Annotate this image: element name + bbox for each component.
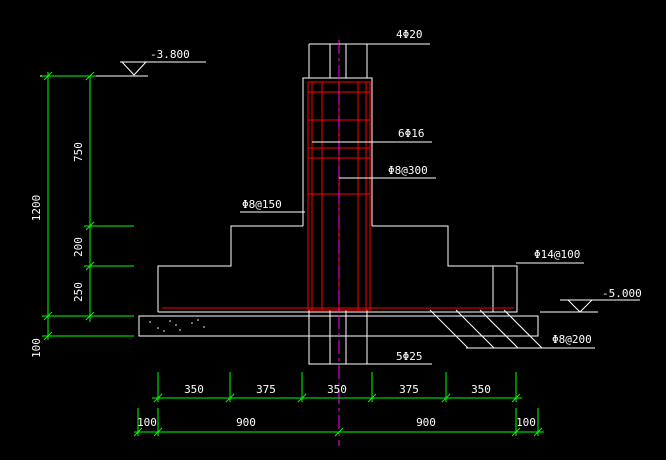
tick-slash — [43, 71, 53, 81]
label-column-top: 4Φ20 — [396, 28, 423, 41]
leader-phi8-200-diag — [429, 309, 469, 349]
leaders — [240, 43, 595, 365]
tick-slash — [334, 427, 344, 437]
hdim-edge-right-text: 100 — [516, 416, 536, 429]
tick-slash — [85, 311, 95, 321]
label-stirrup-upper: Φ8@300 — [388, 164, 428, 177]
side-bar-box — [492, 265, 518, 313]
rebar — [162, 81, 514, 311]
tick-slash — [511, 427, 521, 437]
vdim-lower-text: 250 — [72, 282, 85, 302]
tick-slash — [43, 331, 53, 341]
vdim-total-text: 1200 — [30, 195, 43, 222]
leader-phi8-200-diag — [455, 309, 495, 349]
elevation-top-triangle — [121, 61, 147, 76]
tick-slash — [85, 221, 95, 231]
hdim-step-right-text: 350 — [471, 383, 491, 396]
label-stirrup-lower: Φ8@150 — [242, 198, 282, 211]
leader-phi8-200-diag — [503, 309, 543, 349]
tick-slash — [153, 427, 163, 437]
dimensions — [42, 71, 544, 437]
tick-slash — [153, 393, 163, 403]
tick-slash — [133, 427, 143, 437]
hdim-step-left-inner-text: 375 — [256, 383, 276, 396]
tick-slash — [511, 393, 521, 403]
hdim-half-left-text: 900 — [236, 416, 256, 429]
column-lower-outline — [308, 309, 368, 365]
footing-step-outline-right — [372, 225, 518, 312]
tick-slash — [225, 393, 235, 403]
elevation-bottom-label: -5.000 — [602, 287, 642, 300]
tick-slash — [533, 427, 543, 437]
tick-slash — [85, 261, 95, 271]
elevation-bottom-triangle — [567, 299, 593, 313]
hdim-column-text: 350 — [327, 383, 347, 396]
pad-hatch — [149, 319, 205, 332]
hdim-half-right-text: 900 — [416, 416, 436, 429]
vdim-pad-text: 100 — [30, 338, 43, 358]
footing-step-outline — [157, 225, 303, 312]
elevation-top-label: -3.800 — [150, 48, 190, 61]
label-side-bars: Φ14@100 — [534, 248, 580, 261]
tick-slash — [85, 71, 95, 81]
label-bottom-bars: 5Φ25 — [396, 350, 423, 363]
hdim-step-right-inner-text: 375 — [399, 383, 419, 396]
label-base-mesh: Φ8@200 — [552, 333, 592, 346]
tick-slash — [367, 393, 377, 403]
elevation-bottom — [540, 299, 640, 313]
hdim-edge-left-text: 100 — [137, 416, 157, 429]
hdim-step-left-text: 350 — [184, 383, 204, 396]
vdim-upper-text: 750 — [72, 142, 85, 162]
vdim-middle-text: 200 — [72, 237, 85, 257]
tick-slash — [43, 311, 53, 321]
tick-slash — [297, 393, 307, 403]
tick-slash — [441, 393, 451, 403]
label-column-mid: 6Φ16 — [398, 127, 425, 140]
elevation-top — [40, 61, 206, 77]
leader-phi8-200-diag — [479, 309, 519, 349]
